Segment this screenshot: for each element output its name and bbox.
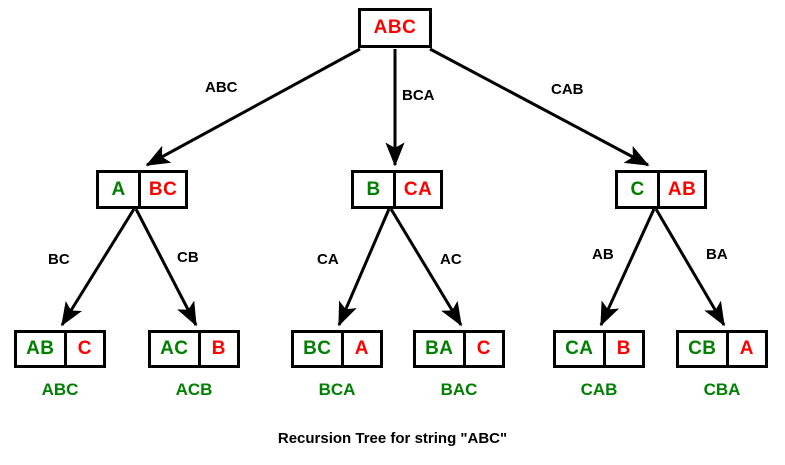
node-level1-a-cell-remaining: BC xyxy=(138,173,185,206)
leaf-caption-cab: CAB xyxy=(580,380,618,399)
edge-label-b-bc: CA xyxy=(317,251,339,268)
node-leaf-abc-cell-chosen: AB xyxy=(26,338,55,359)
node-level1-c-cell-chosen: C xyxy=(630,178,645,200)
edge-label-c-ca: AB xyxy=(592,246,614,263)
leaf-caption-acb: ACB xyxy=(175,380,213,399)
node-leaf-abc-cell-remaining: C xyxy=(63,333,103,365)
node-level1-a: A BC xyxy=(96,170,188,209)
edge-label-root-b: BCA xyxy=(402,87,435,104)
node-leaf-cba: CB A xyxy=(676,330,768,368)
node-root: ABC xyxy=(358,8,432,48)
edge-label-b-ba: AC xyxy=(440,251,462,268)
edge-label-root-c: CAB xyxy=(551,81,584,98)
node-root-cell-remaining: ABC xyxy=(373,17,417,38)
node-level1-b-cell-chosen: B xyxy=(366,178,381,200)
node-level1-a-cell-chosen: A xyxy=(111,178,126,200)
node-leaf-bac-cell-remaining: C xyxy=(462,333,502,365)
edge-label-root-a: ABC xyxy=(205,79,238,96)
leaf-caption-bac: BAC xyxy=(440,380,478,399)
node-leaf-acb: AC B xyxy=(148,330,240,368)
edge-a-to-ac xyxy=(134,208,198,327)
edge-c-to-ca xyxy=(599,208,656,327)
node-leaf-bac: BA C xyxy=(413,330,505,368)
edge-a-to-ab xyxy=(60,208,136,327)
figure-caption: Recursion Tree for string "ABC" xyxy=(277,430,508,447)
leaf-caption-cba: CBA xyxy=(703,380,741,399)
leaf-caption-bca: BCA xyxy=(318,380,356,399)
node-leaf-bca: BC A xyxy=(291,330,383,368)
node-leaf-acb-cell-remaining: B xyxy=(197,333,237,365)
node-leaf-cab-cell-remaining: B xyxy=(602,333,642,365)
node-leaf-bca-cell-remaining: A xyxy=(340,333,380,365)
node-level1-b-cell-remaining: CA xyxy=(393,173,440,206)
node-leaf-cab-cell-chosen: CA xyxy=(565,338,594,359)
edge-root-to-a xyxy=(145,47,361,167)
leaf-caption-abc: ABC xyxy=(41,380,79,399)
node-level1-c-cell-remaining: AB xyxy=(657,173,704,206)
node-leaf-acb-cell-chosen: AC xyxy=(160,338,189,359)
edge-c-to-cb xyxy=(654,208,726,327)
node-level1-b: B CA xyxy=(351,170,443,209)
node-leaf-bac-cell-chosen: BA xyxy=(425,338,454,359)
edge-root-to-c xyxy=(429,47,650,167)
node-leaf-cba-cell-remaining: A xyxy=(725,333,765,365)
node-leaf-cba-cell-chosen: CB xyxy=(688,338,717,359)
node-leaf-bca-cell-chosen: BC xyxy=(303,338,332,359)
edge-label-a-ac: CB xyxy=(177,249,199,266)
edge-label-a-ab: BC xyxy=(48,251,70,268)
node-level1-c: C AB xyxy=(615,170,707,209)
edge-b-to-bc xyxy=(337,208,391,327)
node-leaf-abc: AB C xyxy=(14,330,106,368)
node-leaf-cab: CA B xyxy=(553,330,645,368)
edge-label-c-cb: BA xyxy=(706,246,728,263)
